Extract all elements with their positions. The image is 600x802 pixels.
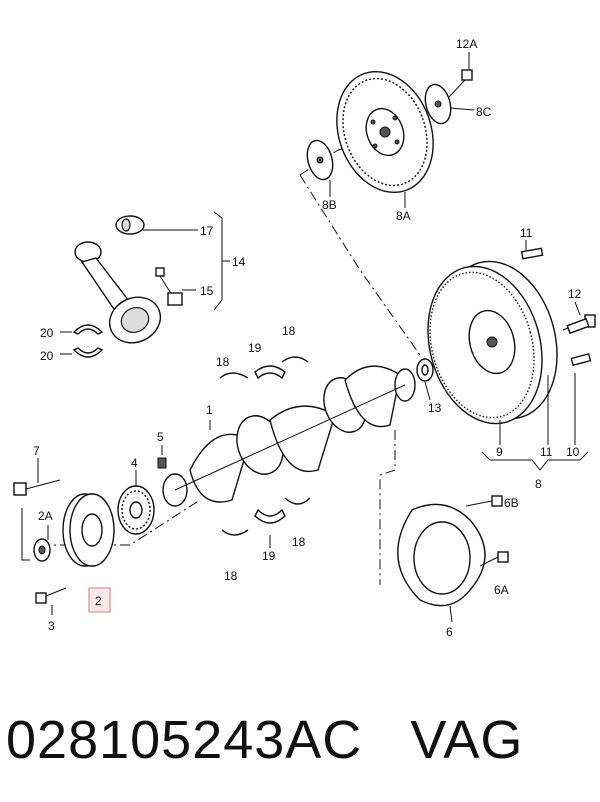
bushing-17	[115, 215, 145, 235]
key-5	[157, 457, 167, 469]
dual-mass-flywheel-9	[427, 260, 558, 425]
label-11-top: 11	[520, 226, 533, 240]
part-number-caption: 028105243AC VAG	[6, 700, 596, 780]
label-18-c: 18	[292, 535, 306, 549]
plate-8b	[306, 139, 334, 181]
seal-flange-6	[397, 503, 486, 607]
label-5: 5	[157, 430, 164, 444]
washer-2a	[33, 538, 51, 562]
label-2: 2	[95, 594, 102, 608]
bearing-shells-20	[72, 324, 104, 358]
label-18-b: 18	[216, 355, 230, 369]
label-10: 10	[566, 445, 580, 459]
label-12: 12	[568, 287, 582, 301]
pin-11	[520, 247, 544, 260]
label-18-d: 18	[224, 569, 238, 583]
label-13: 13	[428, 401, 442, 415]
label-11-bottom: 11	[540, 445, 553, 459]
label-12a: 12A	[456, 37, 477, 51]
label-19-a: 19	[248, 341, 262, 355]
label-3: 3	[48, 619, 55, 633]
label-17: 17	[200, 224, 214, 238]
label-8: 8	[535, 477, 542, 491]
connecting-rod-14	[74, 241, 162, 344]
highlighted-part-2-callout[interactable]: 2	[88, 587, 111, 613]
vibration-damper-2	[62, 493, 115, 567]
part-number: 028105243AC	[6, 710, 363, 770]
part-labels: 12A 8C 8B 8A 17 14 15 20 20 11 12 18 19 …	[33, 37, 582, 639]
main-bearing-18-19	[219, 356, 311, 536]
label-4: 4	[131, 456, 138, 470]
label-15: 15	[200, 284, 214, 298]
highlight-box	[88, 587, 111, 613]
label-7: 7	[33, 444, 40, 458]
pin-10	[570, 352, 592, 367]
label-8a: 8A	[396, 209, 411, 223]
bolt-7	[13, 479, 61, 496]
label-20-lower: 20	[40, 349, 54, 363]
label-20-upper: 20	[40, 326, 54, 340]
label-6a: 6A	[494, 583, 509, 597]
label-9: 9	[496, 445, 503, 459]
bolt-6a	[479, 551, 509, 567]
bolt-6b	[465, 495, 503, 507]
label-1: 1	[206, 403, 213, 417]
bolt-3	[35, 587, 67, 604]
sprocket-4	[117, 485, 155, 535]
callout-lines	[37, 52, 589, 623]
bolt-12	[562, 314, 596, 335]
brand-name: VAG	[410, 710, 524, 770]
label-8b: 8B	[322, 198, 337, 212]
bolt-15	[155, 267, 183, 306]
label-19-b: 19	[262, 549, 276, 563]
bushing-13	[416, 358, 434, 382]
plate-8c	[424, 83, 452, 125]
flywheel-8a	[336, 70, 434, 194]
label-14: 14	[232, 255, 246, 269]
label-6: 6	[446, 625, 453, 639]
label-6b: 6B	[504, 496, 519, 510]
label-8c: 8C	[476, 105, 492, 119]
label-2a: 2A	[38, 509, 53, 523]
label-18-a: 18	[282, 324, 296, 338]
crankshaft-1	[162, 365, 416, 507]
bolt-12a	[447, 69, 473, 99]
caption-gap	[362, 709, 410, 771]
